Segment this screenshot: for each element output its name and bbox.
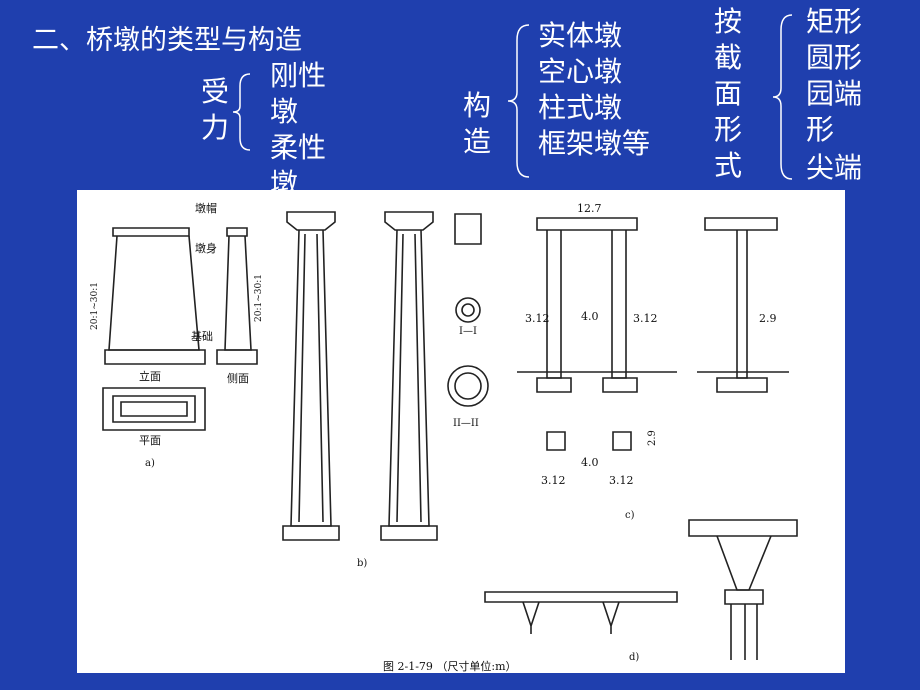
label-plan: 平面 xyxy=(139,434,161,447)
dim-2-9-a: 2.9 xyxy=(759,312,777,325)
label-side: 侧面 xyxy=(227,372,249,385)
structure-brace xyxy=(507,24,530,178)
label-slope-2: 20:1~30:1 xyxy=(254,274,264,322)
dim-3-12-a: 3.12 xyxy=(525,312,550,325)
pier-drawing: 墩帽 墩身 基础 立面 侧面 平面 20:1~30:1 20:1~30:1 a)… xyxy=(90,201,798,673)
dim-2-9-b: 2.9 xyxy=(647,430,658,446)
section-item-round: 圆形 xyxy=(806,41,863,74)
figure-caption: 图 2-1-79 （尺寸单位:m） xyxy=(383,659,517,673)
label-section-2: II—II xyxy=(453,418,479,429)
force-item-flexible: 柔性墩 xyxy=(270,131,327,200)
dim-4-0-a: 4.0 xyxy=(581,310,599,323)
label-fig-c: c) xyxy=(625,510,635,521)
dim-3-12-b: 3.12 xyxy=(633,312,658,325)
label-base: 基础 xyxy=(191,330,213,343)
force-item-rigid: 刚性墩 xyxy=(270,59,327,128)
section-item-round-end: 园端形 xyxy=(806,77,863,146)
dim-3-12-d: 3.12 xyxy=(609,474,634,487)
label-elevation: 立面 xyxy=(139,369,161,383)
structure-item-frame: 框架墩等 xyxy=(538,127,651,160)
structure-label: 构造 xyxy=(462,89,491,158)
label-fig-d: d) xyxy=(629,652,639,663)
label-body: 墩身 xyxy=(195,241,217,255)
structure-item-solid: 实体墩 xyxy=(538,19,623,52)
pier-figure: 墩帽 墩身 基础 立面 侧面 平面 20:1~30:1 20:1~30:1 a)… xyxy=(77,190,845,673)
section-item-pointed: 尖端 xyxy=(806,151,863,184)
section-item-rect: 矩形 xyxy=(806,5,863,38)
force-label: 受力 xyxy=(200,75,229,144)
slide-title: 二、桥墩的类型与构造 xyxy=(32,25,302,56)
structure-item-column: 柱式墩 xyxy=(538,91,623,124)
dim-12-7: 12.7 xyxy=(577,202,602,215)
section-label: 按截面形式 xyxy=(713,5,742,182)
label-fig-a: a) xyxy=(145,458,155,469)
section-brace xyxy=(772,14,793,180)
dim-4-0-b: 4.0 xyxy=(581,456,599,469)
force-brace xyxy=(232,73,251,151)
label-section-1: I—I xyxy=(459,326,477,337)
label-cap: 墩帽 xyxy=(195,201,217,215)
label-slope-1: 20:1~30:1 xyxy=(90,282,100,330)
structure-item-hollow: 空心墩 xyxy=(538,55,623,88)
label-fig-b: b) xyxy=(357,558,367,569)
dim-3-12-c: 3.12 xyxy=(541,474,566,487)
